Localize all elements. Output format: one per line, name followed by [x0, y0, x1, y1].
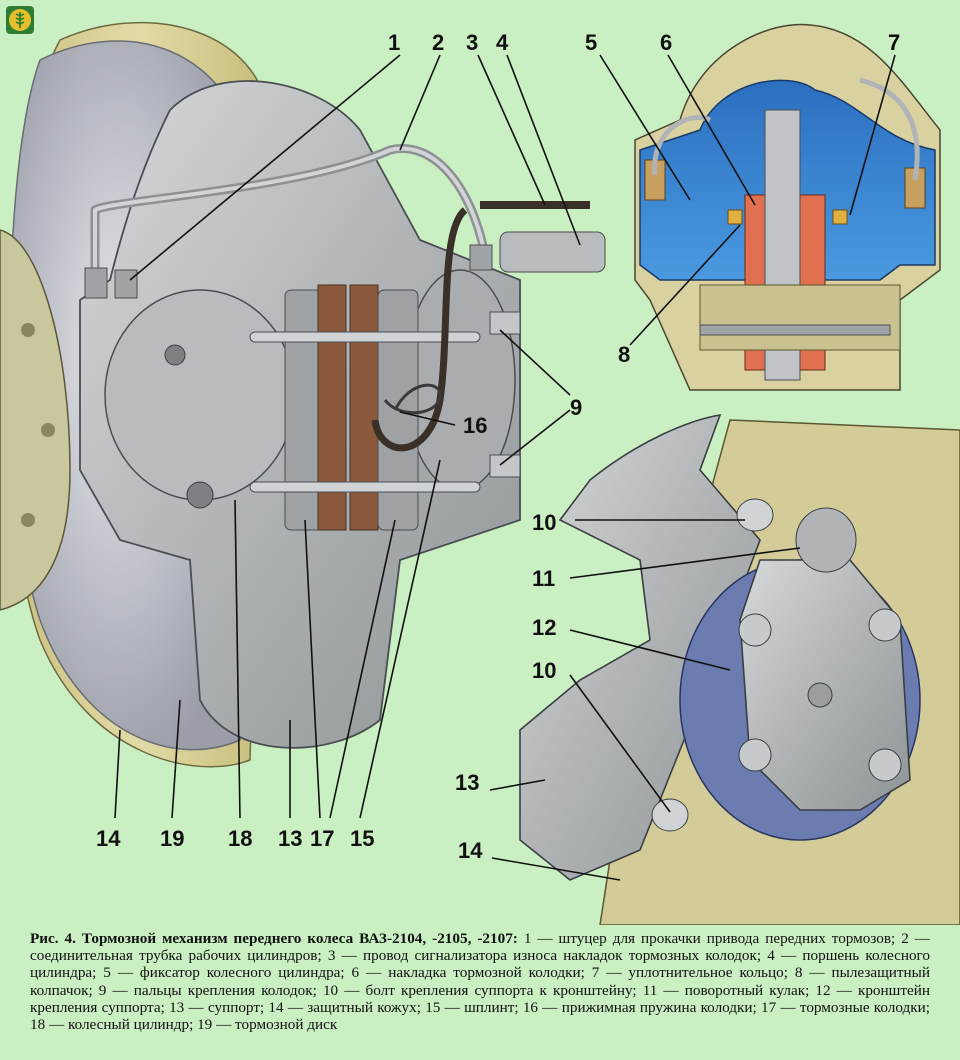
cylinder-section-drawing — [634, 23, 941, 391]
callout-1: 1 — [388, 30, 400, 55]
callout-3: 3 — [466, 30, 478, 55]
callout-13-right: 13 — [455, 770, 479, 795]
callout-12: 12 — [532, 615, 556, 640]
leader-lines — [114, 54, 896, 881]
callout-7: 7 — [888, 30, 900, 55]
callout-11: 11 — [532, 566, 555, 591]
callout-14-right: 14 — [458, 838, 483, 863]
callout-5: 5 — [585, 30, 597, 55]
callout-19: 19 — [160, 826, 184, 851]
callout-16: 16 — [463, 413, 487, 438]
brake-mechanism-figure: 1 2 3 4 5 6 7 8 9 16 10 11 12 10 13 14 1… — [0, 21, 960, 925]
callout-17: 17 — [310, 826, 334, 851]
callout-6: 6 — [660, 30, 672, 55]
callout-10-bottom: 10 — [532, 658, 556, 683]
callout-4: 4 — [496, 30, 509, 55]
callout-9: 9 — [570, 395, 582, 420]
callout-15: 15 — [350, 826, 374, 851]
wheat-logo-icon — [6, 6, 34, 34]
callout-18: 18 — [228, 826, 252, 851]
callout-13-left: 13 — [278, 826, 302, 851]
caliper-bracket-drawing — [519, 413, 960, 925]
callout-2: 2 — [432, 30, 444, 55]
callout-14-left: 14 — [96, 826, 121, 851]
main-assembly-drawing — [0, 21, 606, 768]
callout-8: 8 — [618, 342, 630, 367]
callout-10-top: 10 — [532, 510, 556, 535]
callout-labels: 1 2 3 4 5 6 7 8 9 16 10 11 12 10 13 14 1… — [96, 30, 900, 863]
figure-caption: Рис. 4. Тормозной механизм переднего кол… — [30, 930, 930, 1033]
caption-title: Рис. 4. Тормозной механизм переднего кол… — [30, 930, 518, 947]
caption-text: 1 — штуцер для прокачки привода передних… — [30, 930, 930, 1034]
